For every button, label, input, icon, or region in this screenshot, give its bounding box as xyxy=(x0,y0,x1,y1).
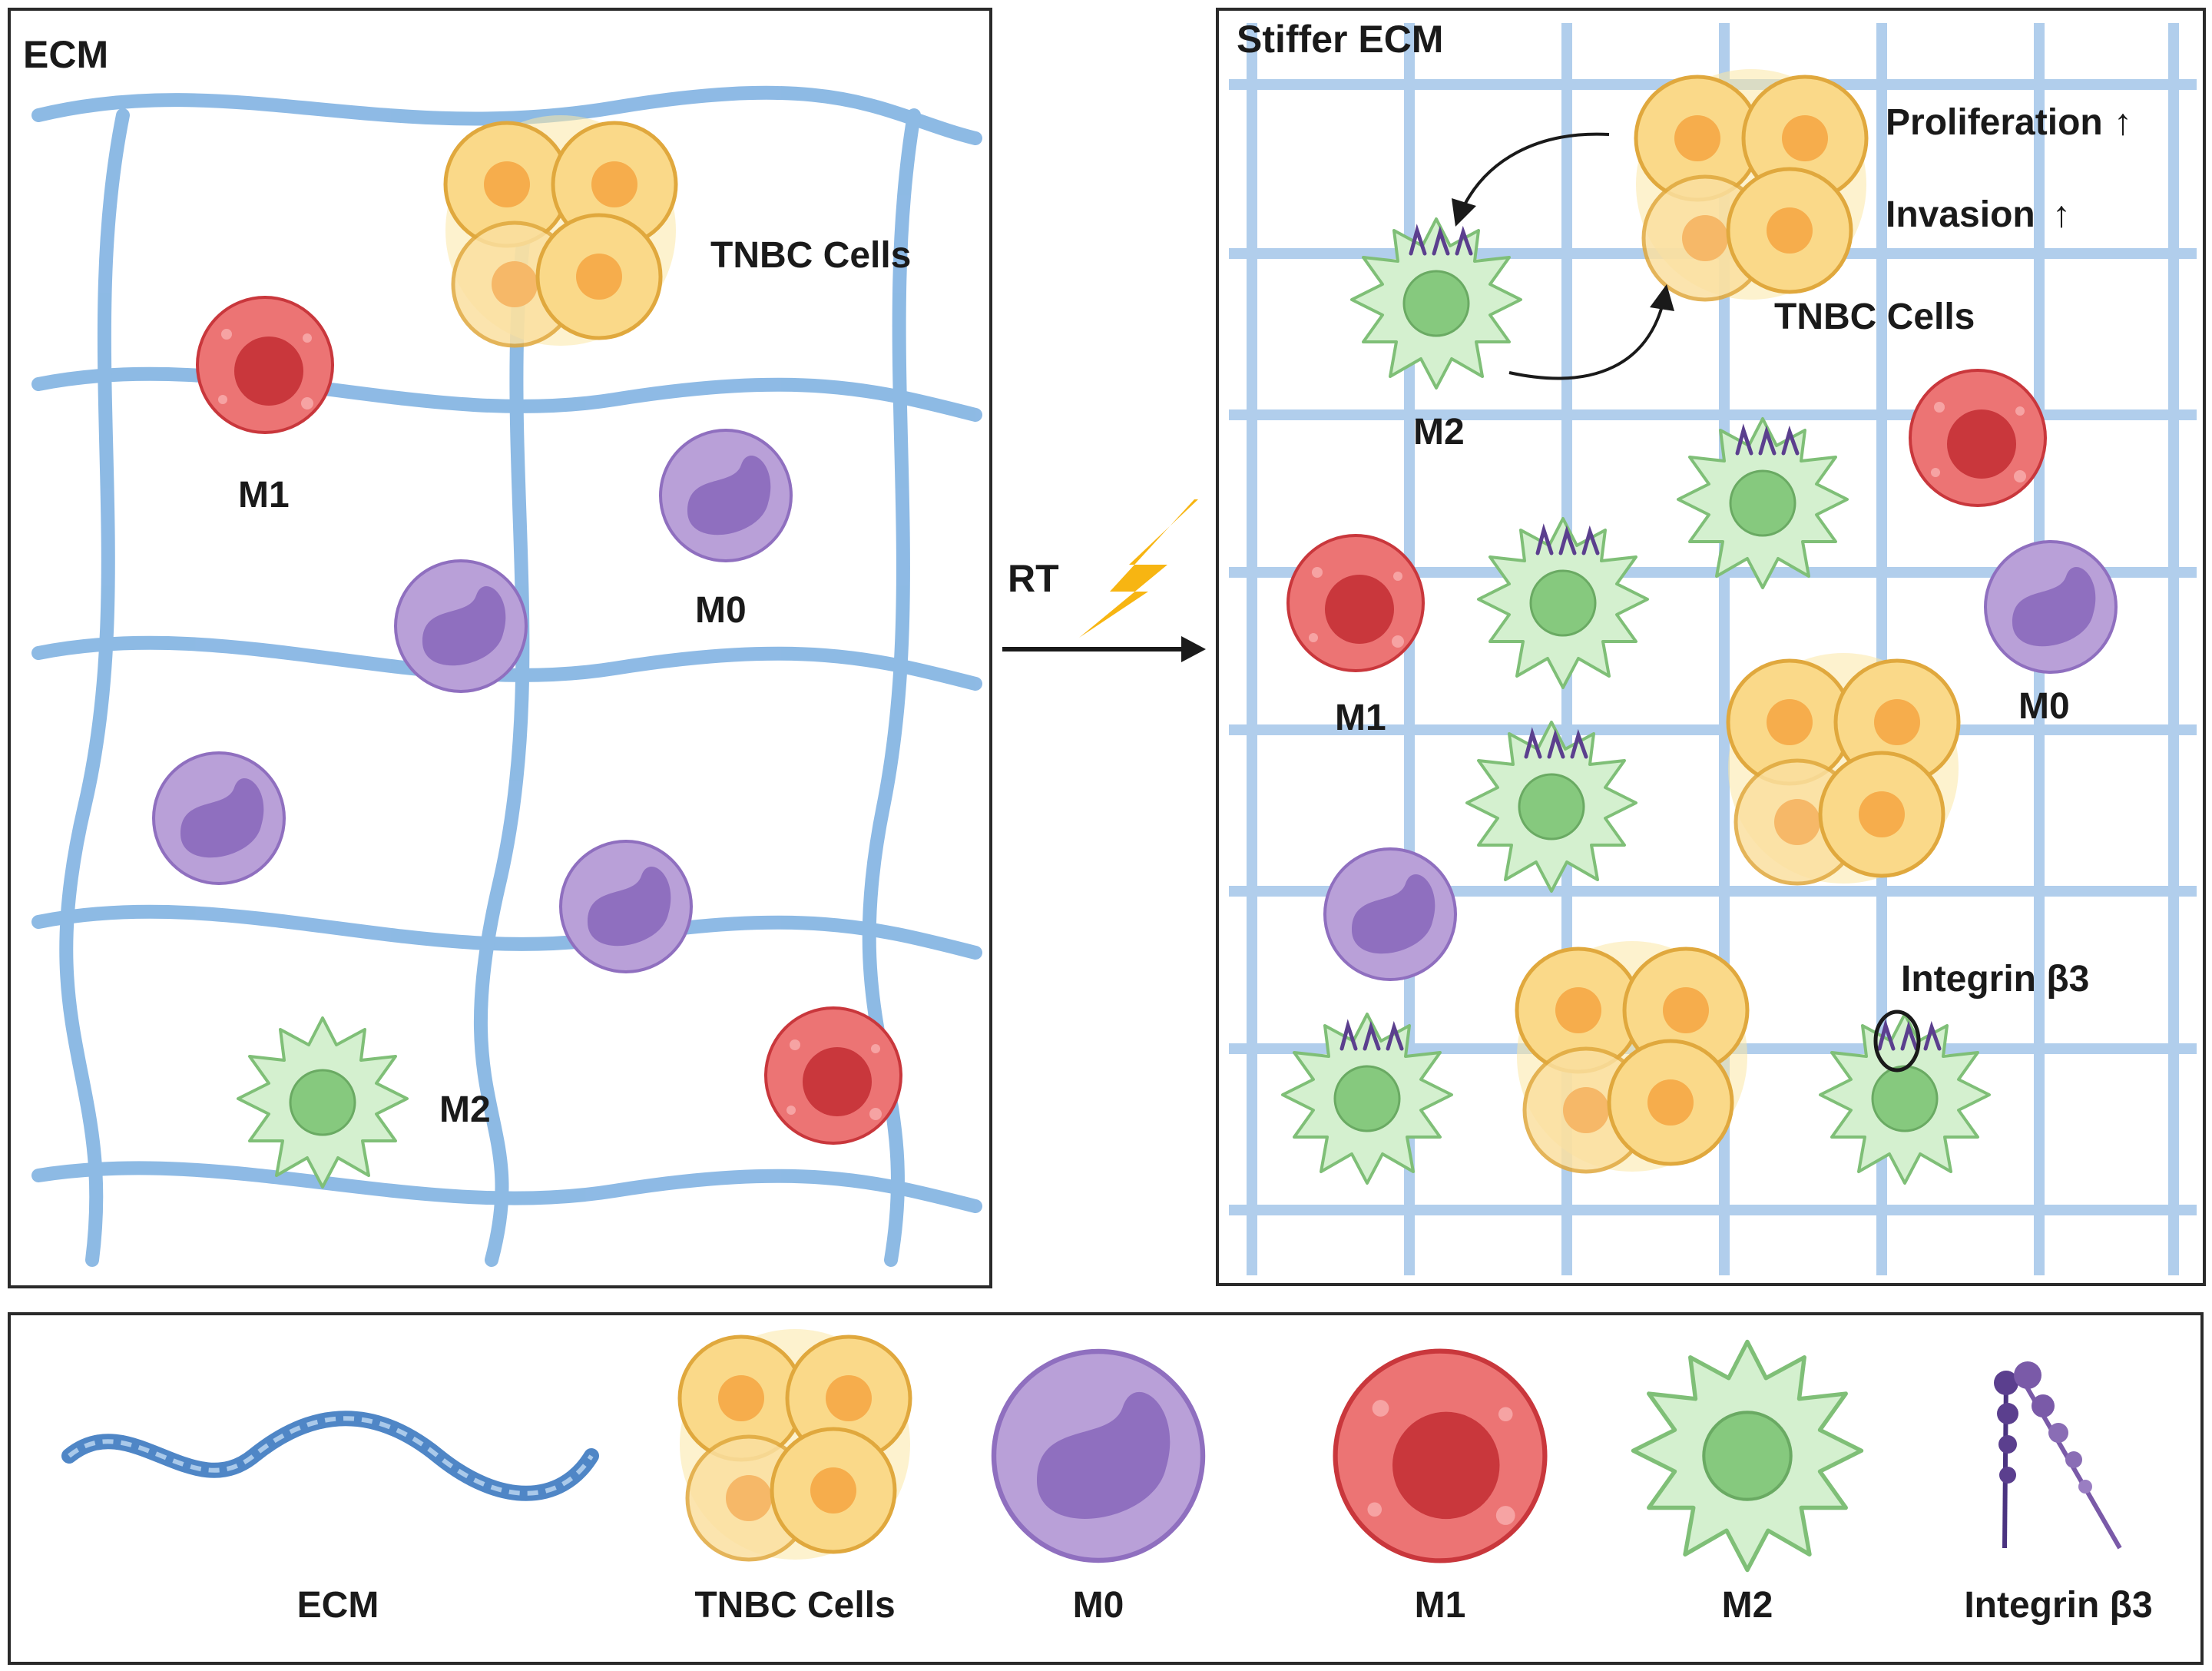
left-panel: TNBC Cells M1 M0 M2 ECM xyxy=(8,8,992,1288)
feedback-arrow-to-tnbc xyxy=(1508,303,1664,380)
left-m2-cell xyxy=(237,1016,409,1189)
left-m0-cell-3 xyxy=(152,751,286,885)
right-integrin-label: Integrin β3 xyxy=(1901,959,2089,1000)
right-tnbc-cluster-2 xyxy=(1728,653,1959,884)
left-ecm-fibers xyxy=(31,85,982,1267)
right-panel-title: Stiffer ECM xyxy=(1237,18,1443,61)
left-m0-label: M0 xyxy=(695,590,747,631)
legend-label-5: Integrin β3 xyxy=(1964,1585,2152,1626)
legend-frame xyxy=(8,1312,2204,1665)
legend-m0-icon xyxy=(994,1351,1203,1560)
legend-m1-icon xyxy=(1336,1351,1545,1561)
legend-ecm-fiber-icon xyxy=(61,1411,599,1501)
feedback-arrow-to-m2 xyxy=(1462,132,1610,208)
invasion-up-arrow: ↑ xyxy=(2052,194,2071,235)
right-m2-label: M2 xyxy=(1413,412,1465,453)
right-m0-label: M0 xyxy=(2018,686,2070,727)
left-m0-cell-4 xyxy=(559,840,693,973)
left-panel-title: ECM xyxy=(23,33,108,76)
legend-label-4: M2 xyxy=(1722,1585,1773,1626)
right-tnbc-label: TNBC Cells xyxy=(1774,297,1975,337)
legend: ECM TNBC Cells M0 M1 M2 Integrin β3 xyxy=(8,1312,2204,1665)
right-m0-cell-1 xyxy=(1984,540,2118,674)
feedback-arrowhead-icon-2 xyxy=(1650,284,1674,311)
left-m1-cell xyxy=(196,296,334,434)
legend-label-2: M0 xyxy=(1073,1585,1124,1626)
left-panel-frame xyxy=(8,8,992,1288)
left-m1-label: M1 xyxy=(238,475,290,516)
right-tnbc-cluster-1 xyxy=(1636,69,1866,300)
right-tnbc-cluster-3 xyxy=(1517,941,1747,1172)
rt-label: RT xyxy=(1008,557,1059,600)
right-m1-label: M1 xyxy=(1335,698,1386,738)
proliferation-label: Proliferation xyxy=(1886,102,2103,143)
legend-integrin-icon xyxy=(1994,1361,2122,1550)
right-m0-cell-2 xyxy=(1323,847,1457,981)
rt-arrow-group: RT xyxy=(1002,499,1206,662)
right-m1-cell-2 xyxy=(1286,534,1425,672)
legend-label-3: M1 xyxy=(1415,1585,1466,1626)
left-m0-cell-1 xyxy=(659,429,793,562)
right-m1-cell-1 xyxy=(1909,369,2047,507)
proliferation-up-arrow: ↑ xyxy=(2114,102,2132,143)
integrin-highlight-ring xyxy=(1873,1010,1921,1073)
legend-m2-icon xyxy=(1634,1342,1862,1570)
left-m0-cell-2 xyxy=(394,559,528,693)
legend-label-1: TNBC Cells xyxy=(694,1585,895,1626)
feedback-arrowhead-icon xyxy=(1452,198,1476,227)
legend-ecm-strand-icon xyxy=(68,1416,594,1496)
right-panel: Proliferation ↑ Invasion ↑ TNBC Cells M2… xyxy=(1216,8,2206,1286)
invasion-label: Invasion xyxy=(1886,194,2035,235)
legend-label-0: ECM xyxy=(297,1585,379,1626)
left-m2-label: M2 xyxy=(439,1089,491,1130)
left-m1-cell-2 xyxy=(764,1006,902,1145)
legend-tnbc-icon xyxy=(680,1329,910,1560)
left-tnbc-cluster xyxy=(445,115,676,346)
rt-arrow-head-icon xyxy=(1181,636,1206,662)
lightning-icon xyxy=(1079,499,1198,638)
left-tnbc-label: TNBC Cells xyxy=(710,235,911,276)
right-panel-frame xyxy=(1216,8,2206,1286)
